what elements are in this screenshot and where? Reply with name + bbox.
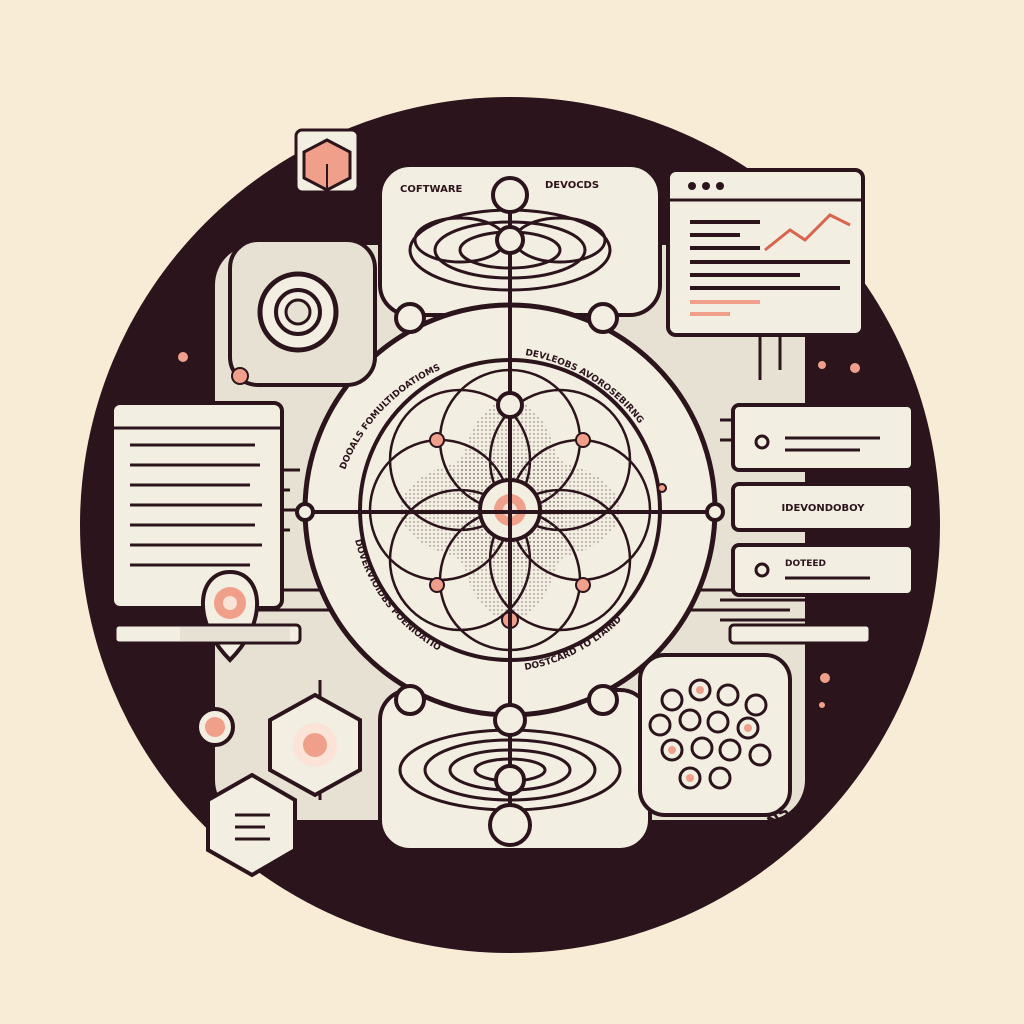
- line-chart-icon: [764, 213, 851, 252]
- slider-left: [113, 623, 302, 645]
- hub-label-top-left: COFTWARE: [400, 184, 463, 195]
- code-window-top-right: [666, 168, 865, 337]
- right-card-1: [731, 403, 915, 472]
- code-window-left: [110, 401, 284, 610]
- right-card-3: DOTEED: [731, 543, 915, 597]
- right-card-2-label: IDEVONDOBOY: [781, 503, 865, 514]
- right-card-2: IDEVONDOBOY: [731, 482, 915, 532]
- hexagon-document-icon: [206, 772, 297, 878]
- network-icon: [648, 678, 772, 790]
- cube-icon: [294, 128, 360, 194]
- dot-node-left: [195, 707, 235, 747]
- slider-right: [728, 623, 885, 645]
- hub-label-top-right: DEVOCDS: [545, 180, 599, 191]
- network-panel: [638, 653, 792, 817]
- accent-dots: [176, 350, 862, 710]
- gear-icon: [257, 271, 339, 353]
- gear-panel: [228, 238, 377, 387]
- spine-nodes: [295, 176, 725, 847]
- hub-label-bottom-left: DOOUCODS: [415, 850, 480, 861]
- hexagon-target-icon: [268, 692, 362, 798]
- hub-label-bottom-right: DOTIANG: [545, 850, 597, 861]
- right-card-3-label: DOTEED: [785, 559, 826, 569]
